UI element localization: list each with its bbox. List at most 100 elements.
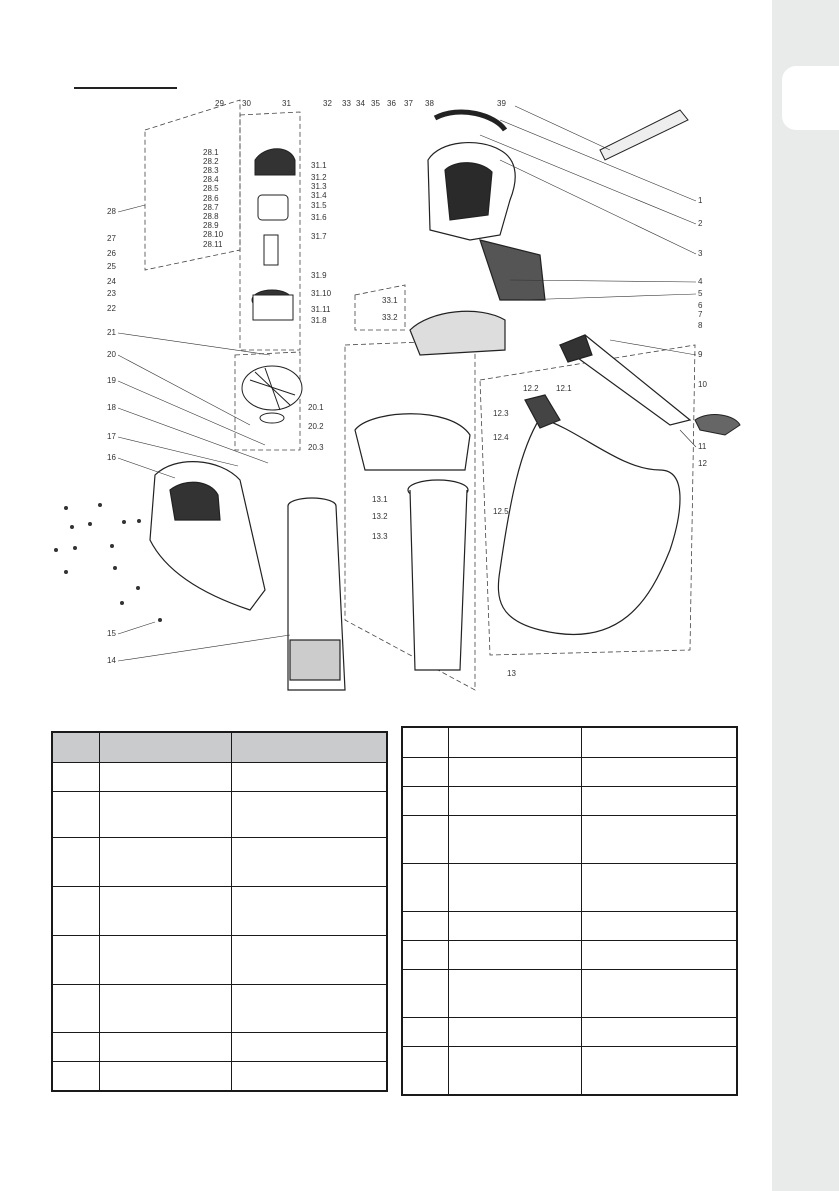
callout-31-11: 31.11 [311, 305, 331, 314]
callout-28-9: 28.9 [203, 221, 219, 230]
callout-8: 8 [698, 321, 703, 330]
callout-13: 13 [507, 669, 516, 678]
callout-20-3: 20.3 [308, 443, 324, 452]
main-housing-part [149, 461, 266, 611]
callout-31-7: 31.7 [311, 232, 327, 241]
table-header-row [51, 731, 388, 763]
callout-25: 25 [107, 262, 116, 271]
nozzle-part [558, 334, 692, 426]
callout-33-1: 33.1 [382, 296, 398, 305]
callout-20: 20 [107, 350, 116, 359]
callout-26: 26 [107, 249, 116, 258]
table-row [401, 1017, 738, 1047]
housing-top-part [409, 141, 546, 356]
callout-30: 30 [242, 99, 251, 108]
callout-36: 36 [387, 99, 396, 108]
col-no-header [51, 731, 100, 763]
language-tab[interactable] [782, 66, 839, 130]
motor-group-outline [239, 111, 301, 351]
switch-group-outline [354, 284, 406, 331]
callout-31-3: 31.3 [311, 182, 327, 191]
table-row [51, 837, 388, 887]
section-title-underline [74, 87, 177, 89]
callout-34: 34 [356, 99, 365, 108]
callout-39: 39 [497, 99, 506, 108]
callout-20-2: 20.2 [308, 422, 324, 431]
callout-37: 37 [404, 99, 413, 108]
table-row [401, 863, 738, 912]
parts-table-right [401, 726, 738, 1096]
table-row [51, 762, 388, 792]
handle-part [433, 109, 508, 132]
fan-group-outline [234, 351, 301, 451]
callout-28-3: 28.3 [203, 166, 219, 175]
callout-23: 23 [107, 289, 116, 298]
suction-tube-part [354, 413, 471, 671]
callout-28: 28 [107, 207, 116, 216]
table-row [51, 935, 388, 985]
table-row [51, 791, 388, 838]
callout-6: 6 [698, 301, 703, 310]
table-row [51, 1061, 388, 1091]
callout-31-4: 31.4 [311, 191, 327, 200]
table-row [401, 815, 738, 864]
callout-32: 32 [323, 99, 332, 108]
callout-28-7: 28.7 [203, 203, 219, 212]
table-row [51, 1032, 388, 1062]
callout-15: 15 [107, 629, 116, 638]
callout-labels: 29 30 31 32 33 34 35 36 37 38 39 1 2 3 4… [107, 99, 707, 678]
callout-31-8: 31.8 [311, 316, 327, 325]
callout-38: 38 [425, 99, 434, 108]
col-name-header [98, 731, 232, 763]
callout-21: 21 [107, 328, 116, 337]
callout-16: 16 [107, 453, 116, 462]
callout-12-4: 12.4 [493, 433, 509, 442]
table-row [401, 786, 738, 816]
callout-7: 7 [698, 310, 703, 319]
table-row [401, 757, 738, 787]
parts-table-left [51, 731, 388, 1092]
callout-13-1: 13.1 [372, 495, 388, 504]
table-row [401, 911, 738, 941]
col-no-header [401, 726, 449, 758]
callout-31-5: 31.5 [311, 201, 327, 210]
callout-28-5: 28.5 [203, 184, 219, 193]
table-row [401, 940, 738, 970]
callout-31: 31 [282, 99, 291, 108]
callout-31-1: 31.1 [311, 161, 327, 170]
collection-bag-part [497, 394, 681, 636]
callout-12-3: 12.3 [493, 409, 509, 418]
table-row [401, 1046, 738, 1095]
callout-13-2: 13.2 [372, 512, 388, 521]
callout-5: 5 [698, 289, 703, 298]
callout-1: 1 [698, 196, 703, 205]
callout-27: 27 [107, 234, 116, 243]
table-row [401, 969, 738, 1018]
col-name-header [447, 726, 582, 758]
table-row [51, 886, 388, 936]
callout-35: 35 [371, 99, 380, 108]
callout-28-1: 28.1 [203, 148, 219, 157]
table-row [51, 984, 388, 1033]
callout-10: 10 [698, 380, 707, 389]
col-desc-header [230, 731, 388, 763]
callout-2: 2 [698, 219, 703, 228]
callout-28-4: 28.4 [203, 175, 219, 184]
cable-group-outline [144, 99, 241, 271]
callout-12-5: 12.5 [493, 507, 509, 516]
screws [54, 503, 162, 622]
callout-31-6: 31.6 [311, 213, 327, 222]
callout-17: 17 [107, 432, 116, 441]
fan-impeller-part [241, 365, 303, 424]
callout-14: 14 [107, 656, 116, 665]
callout-19: 19 [107, 376, 116, 385]
callout-12: 12 [698, 459, 707, 468]
lower-tube-outline [344, 339, 476, 691]
callout-4: 4 [698, 277, 703, 286]
carry-strap-part [599, 109, 689, 161]
callout-12-2: 12.2 [523, 384, 539, 393]
callout-28-11: 28.11 [203, 240, 223, 249]
callout-24: 24 [107, 277, 116, 286]
callout-31-9: 31.9 [311, 271, 327, 280]
leader-lines [117, 105, 697, 662]
